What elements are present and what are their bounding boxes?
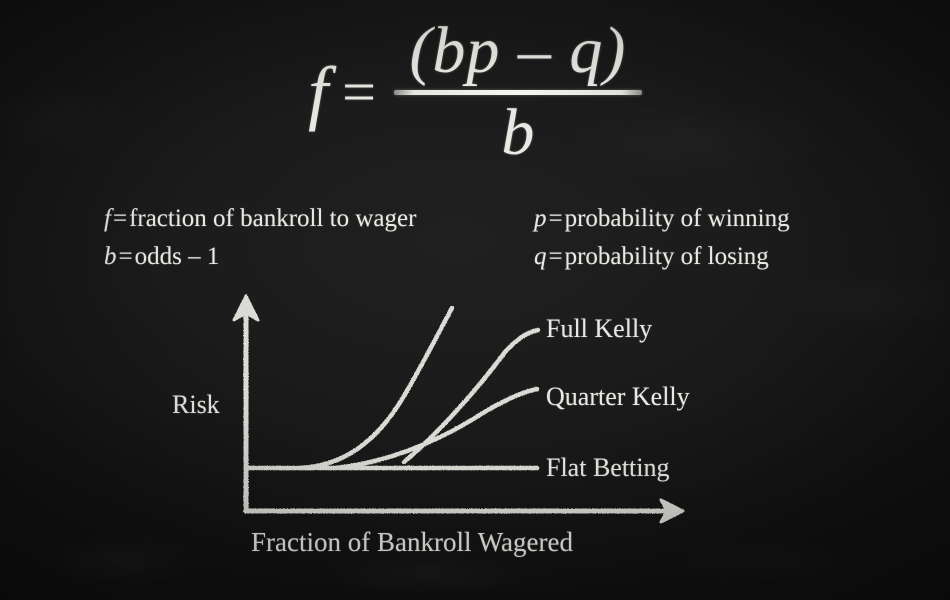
full-kelly-curve — [297, 305, 455, 471]
definition-text: fraction of bankroll to wager — [129, 205, 417, 232]
definition-symbol: q — [534, 242, 547, 270]
definition-p: p=probability of winning — [534, 202, 904, 236]
definition-equals: = — [548, 242, 563, 270]
definition-equals: = — [112, 205, 128, 232]
definition-equals: = — [118, 242, 133, 270]
quarter-kelly-curve — [333, 386, 540, 471]
definition-q: q=probability of losing — [534, 240, 904, 274]
definition-f: f=fraction of bankroll to wager — [104, 202, 534, 236]
definition-symbol: f — [104, 205, 111, 232]
x-axis-label: Fraction of Bankroll Wagered — [251, 527, 573, 557]
definition-text: probability of losing — [564, 242, 769, 270]
y-axis-label: Risk — [172, 390, 220, 419]
x-axis — [243, 498, 685, 524]
definition-symbol: p — [534, 205, 547, 232]
variable-definitions: f=fraction of bankroll to wager p=probab… — [104, 202, 904, 273]
curve-label-full-kelly: Full Kelly — [546, 314, 653, 343]
definition-equals: = — [548, 205, 563, 232]
full-kelly-leader — [401, 327, 541, 465]
curve-label-quarter-kelly: Quarter Kelly — [546, 382, 690, 411]
definition-symbol: b — [104, 242, 117, 270]
definition-text: probability of winning — [564, 205, 790, 232]
y-axis — [232, 294, 260, 514]
curve-label-flat-betting: Flat Betting — [546, 453, 670, 482]
definition-text: odds – 1 — [134, 242, 220, 270]
definition-b: b=odds – 1 — [104, 240, 534, 274]
